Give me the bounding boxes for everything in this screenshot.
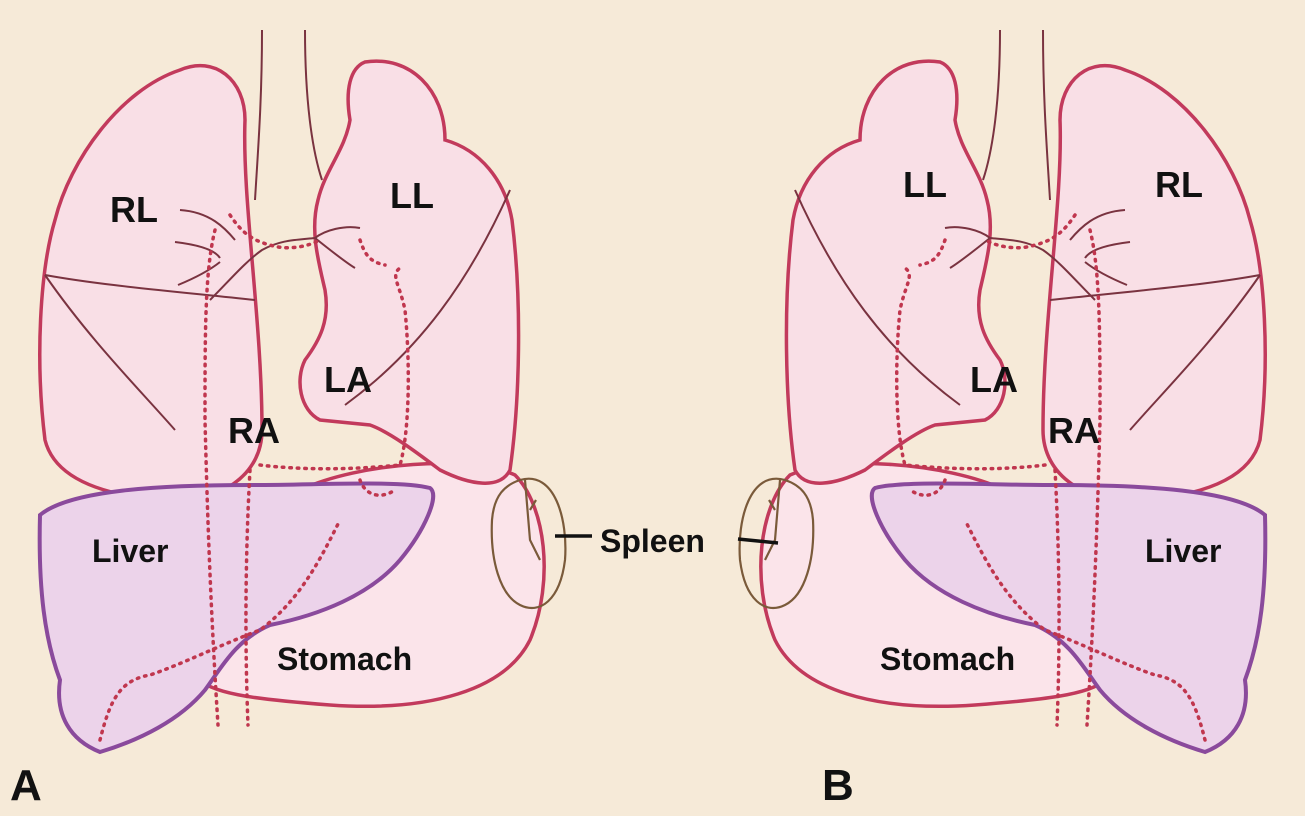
label-ra-a: RA bbox=[228, 410, 280, 451]
label-liver-a: Liver bbox=[92, 533, 168, 569]
panel-label-b: B bbox=[822, 761, 854, 810]
label-spleen: Spleen bbox=[600, 523, 705, 559]
label-ra-b: RA bbox=[1048, 410, 1100, 451]
left-lung-a bbox=[300, 61, 519, 483]
trachea-a bbox=[255, 30, 322, 200]
left-lung-b bbox=[786, 61, 1005, 483]
label-rl-b: RL bbox=[1155, 164, 1203, 205]
label-liver-b: Liver bbox=[1145, 533, 1221, 569]
label-stomach-b: Stomach bbox=[880, 641, 1015, 677]
label-ll-b: LL bbox=[903, 164, 947, 205]
label-rl-a: RL bbox=[110, 189, 158, 230]
trachea-b bbox=[983, 30, 1050, 200]
label-stomach-a: Stomach bbox=[277, 641, 412, 677]
label-la-b: LA bbox=[970, 359, 1018, 400]
label-ll-a: LL bbox=[390, 175, 434, 216]
panel-label-a: A bbox=[10, 761, 42, 810]
label-la-a: LA bbox=[324, 359, 372, 400]
